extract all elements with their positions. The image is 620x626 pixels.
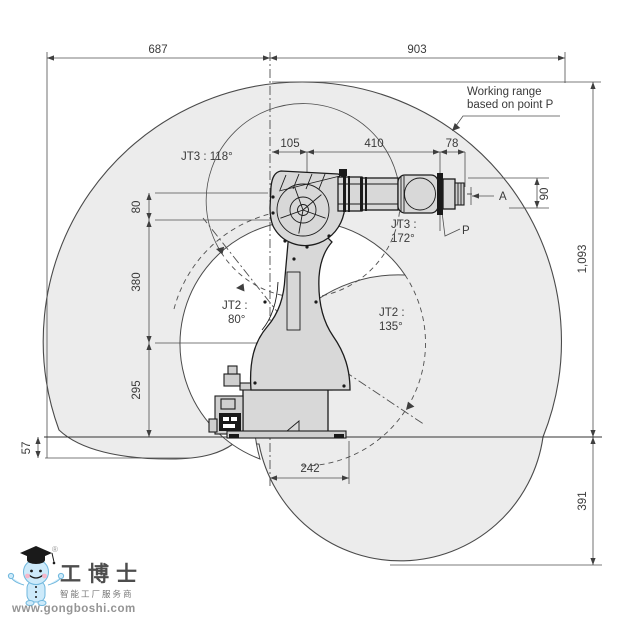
point-p-label: P (462, 225, 470, 237)
motion-arcs (173, 103, 426, 467)
wrist-joint-ring (437, 173, 443, 215)
dim-1093: 1,093 (577, 245, 589, 274)
dim-78: 78 (446, 138, 459, 150)
dim-687: 687 (148, 44, 167, 56)
jt3-right-label-l2: 172° (391, 233, 415, 245)
robot-forearm (337, 173, 465, 215)
brand-tagline: 智能工厂服务商 (60, 589, 134, 599)
dim-391: 391 (577, 491, 589, 510)
working-range-note-l1: Working range (467, 86, 542, 98)
dimension-labels: 687 903 105 410 78 80 380 295 57 1,093 3… (21, 44, 589, 511)
dim-80: 80 (131, 201, 143, 214)
jt2-left-label-l1: JT2 : (222, 300, 248, 312)
dim-410: 410 (364, 138, 383, 150)
brand-url: www.gongboshi.com (11, 603, 136, 615)
jt3-left-label: JT3 : 118° (181, 151, 233, 163)
brand-name: 工博士 (60, 562, 144, 586)
dim-105: 105 (280, 138, 299, 150)
bolt-dots (253, 195, 346, 388)
working-range-note-l2: based on point P (467, 99, 554, 111)
logo-mascot (7, 546, 65, 606)
jt2-left-label-l2: 80° (228, 314, 245, 326)
jt2-right-label-l2: 135° (379, 321, 403, 333)
dimension-lines (35, 55, 596, 565)
jt3-right-label-l1: JT3 : (391, 219, 417, 231)
robot (208, 169, 465, 439)
dim-57: 57 (21, 442, 33, 455)
registered-mark: ® (52, 545, 58, 554)
point-a-label: A (499, 191, 507, 203)
dim-380: 380 (131, 272, 143, 291)
dim-903: 903 (407, 44, 426, 56)
joint-labels: JT3 : 118° JT3 : 172° JT2 : 80° JT2 : 13… (181, 86, 554, 333)
dim-242: 242 (300, 463, 319, 475)
jt2-right-label-l1: JT2 : (379, 307, 405, 319)
robot-flange (454, 182, 465, 206)
dim-90: 90 (539, 188, 551, 201)
dim-295: 295 (131, 380, 143, 399)
gongboshi-logo: ® 工博士 智能工厂服务商 www.gongboshi.com (7, 545, 144, 615)
